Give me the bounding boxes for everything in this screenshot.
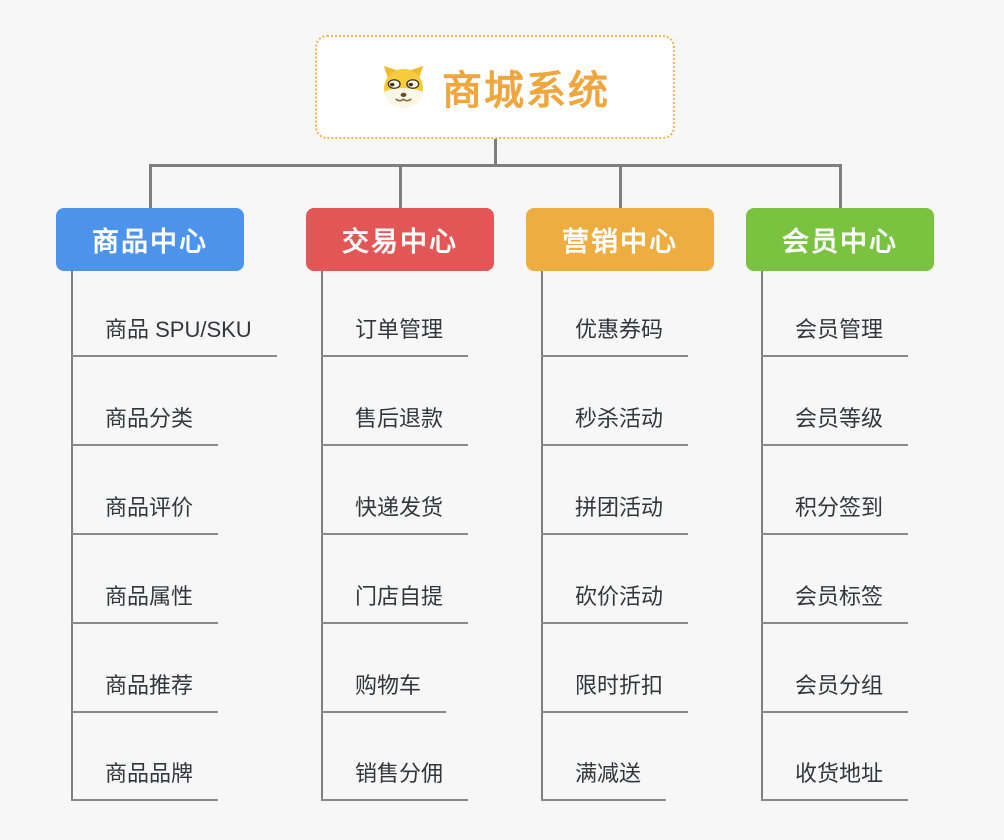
root-node-mall-system[interactable]: 商城系统 <box>315 35 675 139</box>
branch-node-product-center[interactable]: 商品中心 <box>56 208 244 271</box>
child-node[interactable]: 订单管理 <box>321 313 469 357</box>
child-node[interactable]: 商品评价 <box>71 491 219 535</box>
child-node[interactable]: 拼团活动 <box>541 491 689 535</box>
branch-node-marketing-center[interactable]: 营销中心 <box>526 208 714 271</box>
child-node[interactable]: 会员标签 <box>761 580 909 624</box>
dog-face-icon <box>380 64 427 111</box>
branch-node-member-center[interactable]: 会员中心 <box>746 208 934 271</box>
child-node[interactable]: 商品推荐 <box>71 669 219 713</box>
child-connector-line <box>321 271 323 801</box>
child-node[interactable]: 会员管理 <box>761 313 909 357</box>
branch-connector-line <box>149 164 152 208</box>
child-node[interactable]: 购物车 <box>321 669 447 713</box>
child-node[interactable]: 收货地址 <box>761 757 909 801</box>
child-node[interactable]: 商品 SPU/SKU <box>71 313 277 357</box>
child-node[interactable]: 满减送 <box>541 757 667 801</box>
branch-node-trade-center[interactable]: 交易中心 <box>306 208 494 271</box>
child-node[interactable]: 销售分佣 <box>321 757 469 801</box>
child-node[interactable]: 积分签到 <box>761 491 909 535</box>
child-node[interactable]: 商品属性 <box>71 580 219 624</box>
child-connector-line <box>71 271 73 801</box>
child-node[interactable]: 门店自提 <box>321 580 469 624</box>
child-node[interactable]: 售后退款 <box>321 402 469 446</box>
child-node[interactable]: 会员等级 <box>761 402 909 446</box>
child-connector-line <box>761 271 763 801</box>
child-node[interactable]: 商品品牌 <box>71 757 219 801</box>
branch-connector-line <box>619 164 622 208</box>
child-node[interactable]: 快递发货 <box>321 491 469 535</box>
branch-connector-line <box>399 164 402 208</box>
child-node[interactable]: 限时折扣 <box>541 669 689 713</box>
child-node[interactable]: 砍价活动 <box>541 580 689 624</box>
branch-connector-line <box>839 164 842 208</box>
child-node[interactable]: 优惠券码 <box>541 313 689 357</box>
child-node[interactable]: 秒杀活动 <box>541 402 689 446</box>
root-connector-line <box>494 139 497 167</box>
child-node[interactable]: 商品分类 <box>71 402 219 446</box>
child-node[interactable]: 会员分组 <box>761 669 909 713</box>
trunk-connector-line <box>149 164 841 167</box>
root-node-title: 商城系统 <box>442 69 610 113</box>
child-connector-line <box>541 271 543 801</box>
